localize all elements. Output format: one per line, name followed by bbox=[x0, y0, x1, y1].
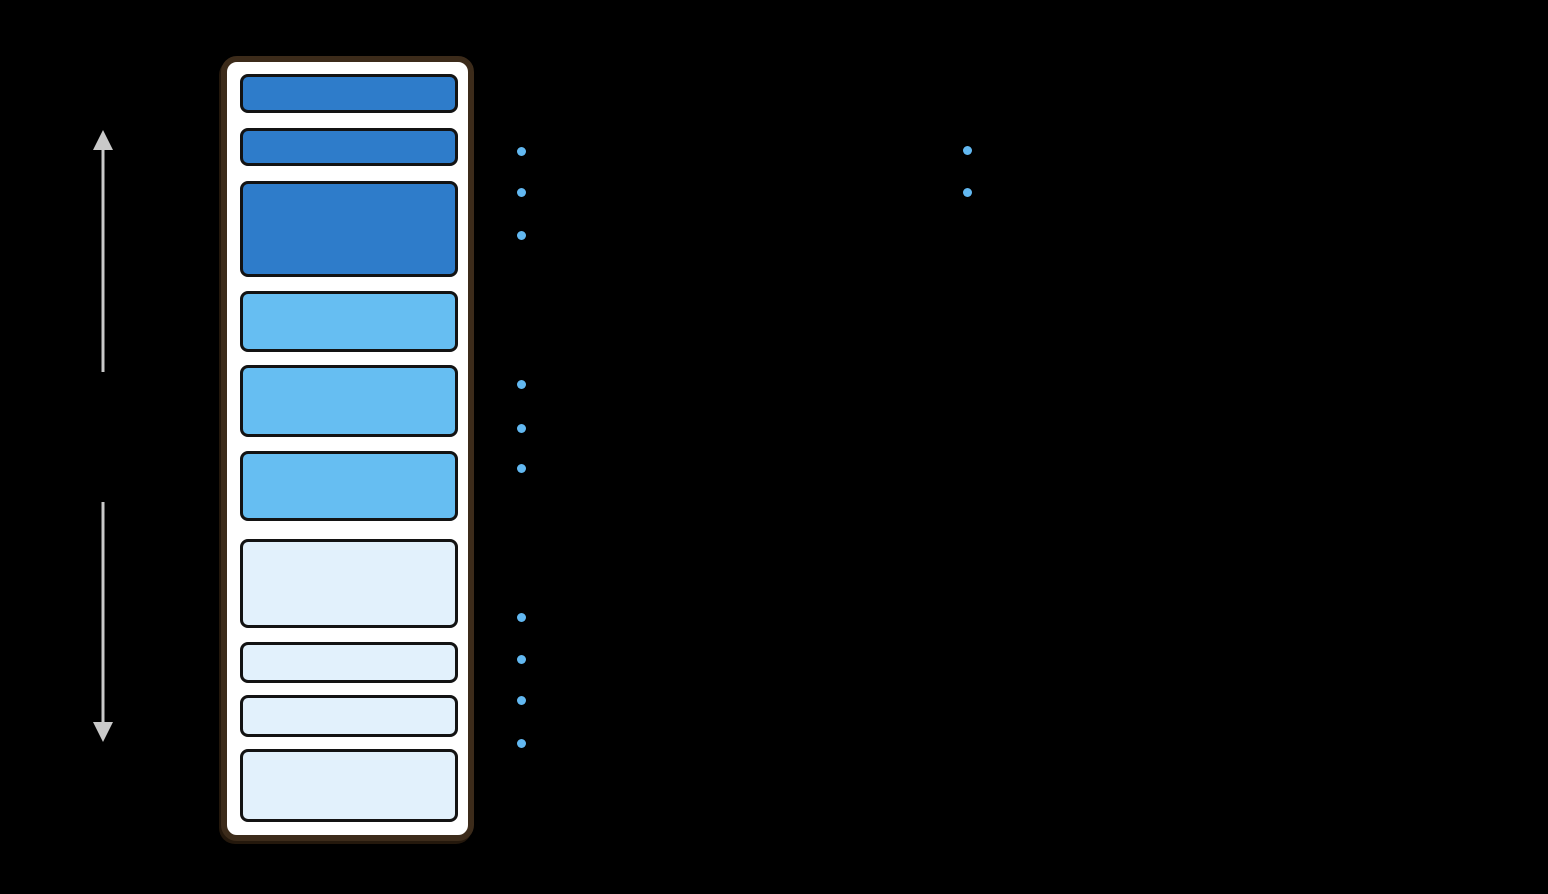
stack-box-3 bbox=[240, 181, 458, 277]
bullet-dot bbox=[516, 423, 526, 433]
bullet-dot bbox=[516, 146, 526, 156]
stack-box-1 bbox=[240, 74, 458, 113]
bullet-dot bbox=[516, 738, 526, 748]
down-arrow bbox=[93, 502, 113, 742]
bullet-dot bbox=[962, 187, 972, 197]
bullet-dot bbox=[516, 463, 526, 473]
bullet-dot bbox=[516, 187, 526, 197]
stack-box-8 bbox=[240, 642, 458, 683]
stack-box-2 bbox=[240, 128, 458, 166]
bullet-dot bbox=[516, 379, 526, 389]
bullet-dot bbox=[962, 145, 972, 155]
stack-box-6 bbox=[240, 451, 458, 521]
stack-box-4 bbox=[240, 291, 458, 352]
stack-box-7 bbox=[240, 539, 458, 628]
bullet-dot bbox=[516, 654, 526, 664]
bullet-dot bbox=[516, 230, 526, 240]
bullet-dot bbox=[516, 612, 526, 622]
up-arrow bbox=[93, 130, 113, 372]
memory-stack-container bbox=[221, 56, 474, 841]
stack-box-9 bbox=[240, 695, 458, 737]
stack-box-5 bbox=[240, 365, 458, 437]
bullet-dot bbox=[516, 695, 526, 705]
stack-box-10 bbox=[240, 749, 458, 822]
